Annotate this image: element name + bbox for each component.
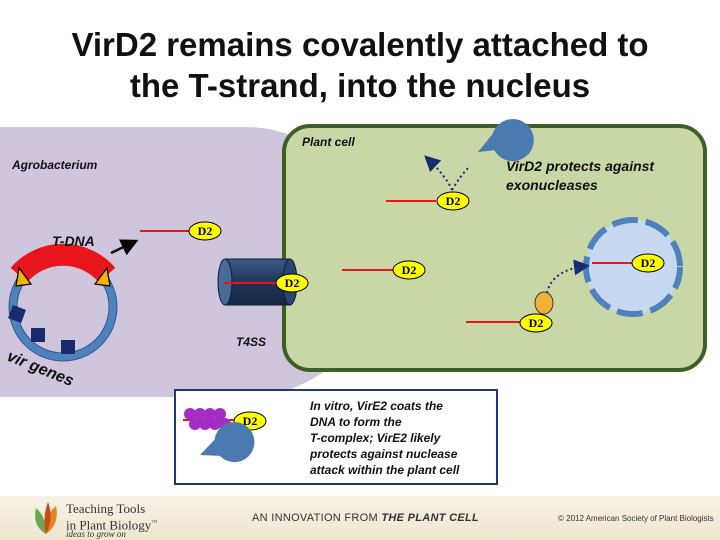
vir-gene-block-2 bbox=[31, 328, 45, 342]
protects-line-1: VirD2 protects against bbox=[506, 158, 655, 174]
svg-text:In vitro, VirE2 coats the: In vitro, VirE2 coats the bbox=[310, 399, 443, 413]
svg-text:DNA to form the: DNA to form the bbox=[310, 415, 402, 429]
left-border-triangle bbox=[15, 266, 33, 287]
dotted-arrow-top-right bbox=[451, 165, 471, 191]
arrow-icon bbox=[110, 239, 139, 256]
tt-tagline: ideas to grow on bbox=[66, 529, 126, 539]
innovation-text: AN INNOVATION FROM THE PLANT CELL bbox=[252, 512, 479, 524]
logo-leaf-icon bbox=[35, 502, 57, 534]
t-dna-label: T-DNA bbox=[52, 233, 95, 249]
plant-cell bbox=[282, 124, 707, 372]
virD2-nucleus: D2 bbox=[631, 253, 665, 273]
vir-gene-block-3 bbox=[61, 340, 75, 354]
slide-title: VirD2 remains covalently attached to the… bbox=[0, 24, 720, 106]
dotted-arrow-top bbox=[424, 155, 453, 191]
t-dna-region bbox=[10, 243, 116, 283]
svg-text:attack within the plant cell: attack within the plant cell bbox=[310, 463, 460, 477]
t4ss-label: T4SS bbox=[236, 335, 266, 349]
innovation-prefix: AN INNOVATION FROM bbox=[252, 512, 382, 524]
svg-text:D2: D2 bbox=[529, 316, 544, 330]
svg-text:D2: D2 bbox=[285, 276, 300, 290]
right-border-triangle bbox=[93, 266, 111, 287]
virD2-bacterium: D2 bbox=[188, 221, 222, 241]
innovation-name: THE PLANT CELL bbox=[381, 512, 480, 524]
svg-text:D2: D2 bbox=[446, 194, 461, 208]
teaching-tools-logo-text: Teaching Tools in Plant Biology™ bbox=[66, 502, 157, 532]
virD2-in-channel: D2 bbox=[275, 273, 309, 293]
diagram: Agrobacterium T-DNA vir genes D2 Plant c… bbox=[0, 119, 707, 485]
svg-text:D2: D2 bbox=[198, 224, 213, 238]
svg-text:protects against nuclease: protects against nuclease bbox=[309, 447, 458, 461]
svg-text:D2: D2 bbox=[641, 256, 656, 270]
virD2-bottom: D2 bbox=[519, 313, 553, 333]
legend-text: In vitro, VirE2 coats the DNA to form th… bbox=[309, 399, 460, 477]
svg-text:T-complex; VirE2 likely: T-complex; VirE2 likely bbox=[310, 431, 442, 445]
virD2-top: D2 bbox=[436, 191, 470, 211]
protects-line-2: exonucleases bbox=[506, 177, 598, 193]
tt-line-1: Teaching Tools bbox=[66, 501, 146, 516]
tt-trademark: ™ bbox=[151, 520, 158, 526]
footer: Teaching Tools in Plant Biology™ ideas t… bbox=[0, 496, 720, 540]
svg-text:D2: D2 bbox=[402, 263, 417, 277]
agrobacterium-label: Agrobacterium bbox=[11, 158, 98, 172]
virD2-middle: D2 bbox=[392, 260, 426, 280]
orange-protein bbox=[534, 291, 554, 315]
legend-pacman-icon bbox=[200, 422, 255, 463]
svg-text:D2: D2 bbox=[243, 414, 258, 428]
tt-line-2: in Plant Biology bbox=[66, 517, 152, 533]
vir-gene-block-1 bbox=[8, 305, 26, 323]
copyright-text: © 2012 American Society of Plant Biologi… bbox=[558, 514, 714, 523]
dotted-arrow-nucleus bbox=[546, 259, 590, 294]
plant-cell-label: Plant cell bbox=[302, 135, 355, 149]
pacman-nuclease-icon bbox=[478, 119, 534, 162]
title-line-1: VirD2 remains covalently attached to bbox=[71, 26, 649, 63]
title-line-2: the T-strand, into the nucleus bbox=[129, 67, 591, 104]
